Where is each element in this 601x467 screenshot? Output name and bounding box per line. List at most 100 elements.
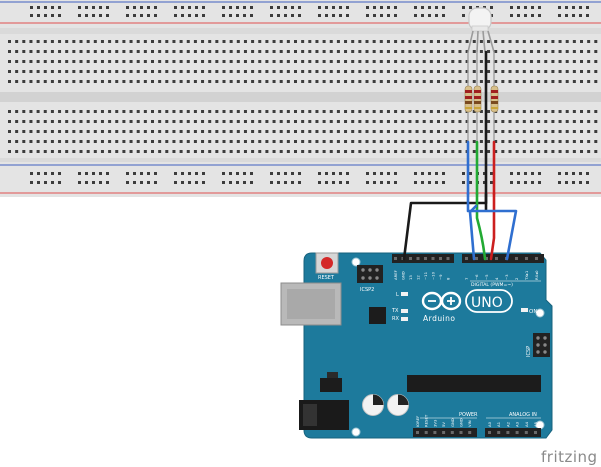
breadboard-hole — [558, 50, 562, 53]
breadboard-hole — [429, 150, 433, 153]
breadboard-hole — [93, 60, 97, 63]
wire-blue-lead[interactable] — [468, 204, 478, 261]
breadboard-hole — [172, 150, 176, 153]
breadboard-hole — [365, 130, 369, 133]
breadboard-hole — [529, 80, 533, 83]
breadboard-hole — [538, 6, 541, 9]
breadboard-hole — [108, 140, 112, 143]
breadboard-hole — [129, 150, 133, 153]
header-pin[interactable] — [495, 257, 498, 260]
header-pin[interactable] — [485, 257, 488, 260]
header-pin[interactable] — [515, 431, 519, 434]
breadboard-hole — [351, 50, 355, 53]
header-pin[interactable] — [442, 431, 446, 434]
breadboard-hole — [322, 40, 326, 43]
breadboard-hole — [30, 14, 33, 17]
breadboard-hole — [580, 70, 583, 73]
breadboard-hole — [65, 120, 69, 123]
reset-button[interactable] — [315, 252, 339, 274]
header-pin[interactable] — [446, 257, 450, 260]
header-pin[interactable] — [515, 257, 518, 260]
breadboard-hole — [277, 6, 280, 9]
breadboard-hole — [172, 80, 176, 83]
header-pin[interactable] — [394, 257, 397, 260]
breadboard-hole — [58, 60, 62, 63]
breadboard-hole — [158, 40, 162, 43]
breadboard-hole — [531, 6, 534, 9]
breadboard-hole — [100, 140, 104, 143]
header-pin[interactable] — [535, 257, 538, 260]
header-pin[interactable] — [524, 431, 528, 434]
header-pin[interactable] — [416, 431, 419, 434]
breadboard-hole — [72, 150, 76, 153]
breadboard-hole — [515, 150, 519, 153]
breadboard-hole — [537, 40, 541, 43]
header-pin[interactable] — [424, 431, 428, 434]
header-pin[interactable] — [475, 257, 478, 260]
breadboard-hole — [86, 130, 90, 133]
header-pin[interactable] — [506, 431, 510, 434]
breadboard-hole — [86, 120, 90, 123]
header-pin[interactable] — [488, 431, 491, 434]
breadboard-hole — [286, 70, 290, 73]
breadboard-hole — [524, 14, 527, 17]
breadboard-hole — [236, 6, 239, 9]
breadboard-hole — [386, 140, 390, 143]
breadboard-hole — [92, 181, 95, 184]
rx-led — [401, 317, 408, 321]
breadboard-hole — [415, 110, 419, 113]
header-pin[interactable] — [433, 431, 437, 434]
header-pin[interactable] — [459, 431, 463, 434]
breadboard-hole — [579, 14, 582, 17]
breadboard-hole — [243, 40, 247, 43]
breadboard-hole — [414, 181, 417, 184]
breadboard-hole — [251, 130, 255, 133]
breadboard-hole — [284, 6, 287, 9]
header-pin[interactable] — [416, 257, 420, 260]
breadboard-hole — [580, 140, 583, 143]
breadboard-hole — [201, 80, 205, 83]
header-pin[interactable] — [525, 257, 528, 260]
header-pin[interactable] — [450, 431, 454, 434]
breadboard-hole — [229, 150, 233, 153]
breadboard-hole — [494, 150, 498, 153]
breadboard-hole — [358, 70, 362, 73]
breadboard-hole — [386, 70, 390, 73]
wire-red[interactable] — [489, 192, 496, 261]
header-pin[interactable] — [534, 431, 537, 434]
breadboard-hole — [422, 70, 426, 73]
breadboard-hole — [37, 6, 40, 9]
breadboard-hole — [286, 60, 290, 63]
breadboard-hole — [351, 80, 355, 83]
breadboard-hole — [373, 14, 376, 17]
breadboard-hole — [222, 172, 225, 175]
breadboard-hole — [336, 150, 340, 153]
breadboard-hole — [236, 120, 240, 123]
breadboard-hole — [301, 110, 305, 113]
breadboard-hole — [136, 50, 140, 53]
breadboard-hole — [565, 40, 569, 43]
header-pin[interactable] — [497, 431, 501, 434]
breadboard-hole — [65, 140, 69, 143]
breadboard-hole — [529, 130, 533, 133]
breadboard-hole — [65, 150, 69, 153]
breadboard-hole — [336, 140, 340, 143]
breadboard-hole — [529, 40, 533, 43]
wire-black[interactable] — [402, 192, 488, 261]
wire-green[interactable] — [475, 192, 487, 261]
digital-pin-label: ~6 — [474, 274, 479, 280]
header-pin[interactable] — [465, 257, 468, 260]
header-pin[interactable] — [431, 257, 435, 260]
header-pin[interactable] — [409, 257, 412, 260]
breadboard-hole — [158, 70, 162, 73]
header-pin[interactable] — [424, 257, 427, 260]
capacitor-1 — [362, 394, 384, 416]
icsp-header — [533, 333, 550, 357]
breadboard-hole — [43, 150, 47, 153]
header-pin[interactable] — [468, 431, 472, 434]
breadboard-hole — [229, 14, 232, 17]
header-pin[interactable] — [439, 257, 442, 260]
breadboard-hole — [126, 172, 129, 175]
breadboard-hole — [414, 14, 417, 17]
wire-blue[interactable] — [466, 192, 518, 261]
